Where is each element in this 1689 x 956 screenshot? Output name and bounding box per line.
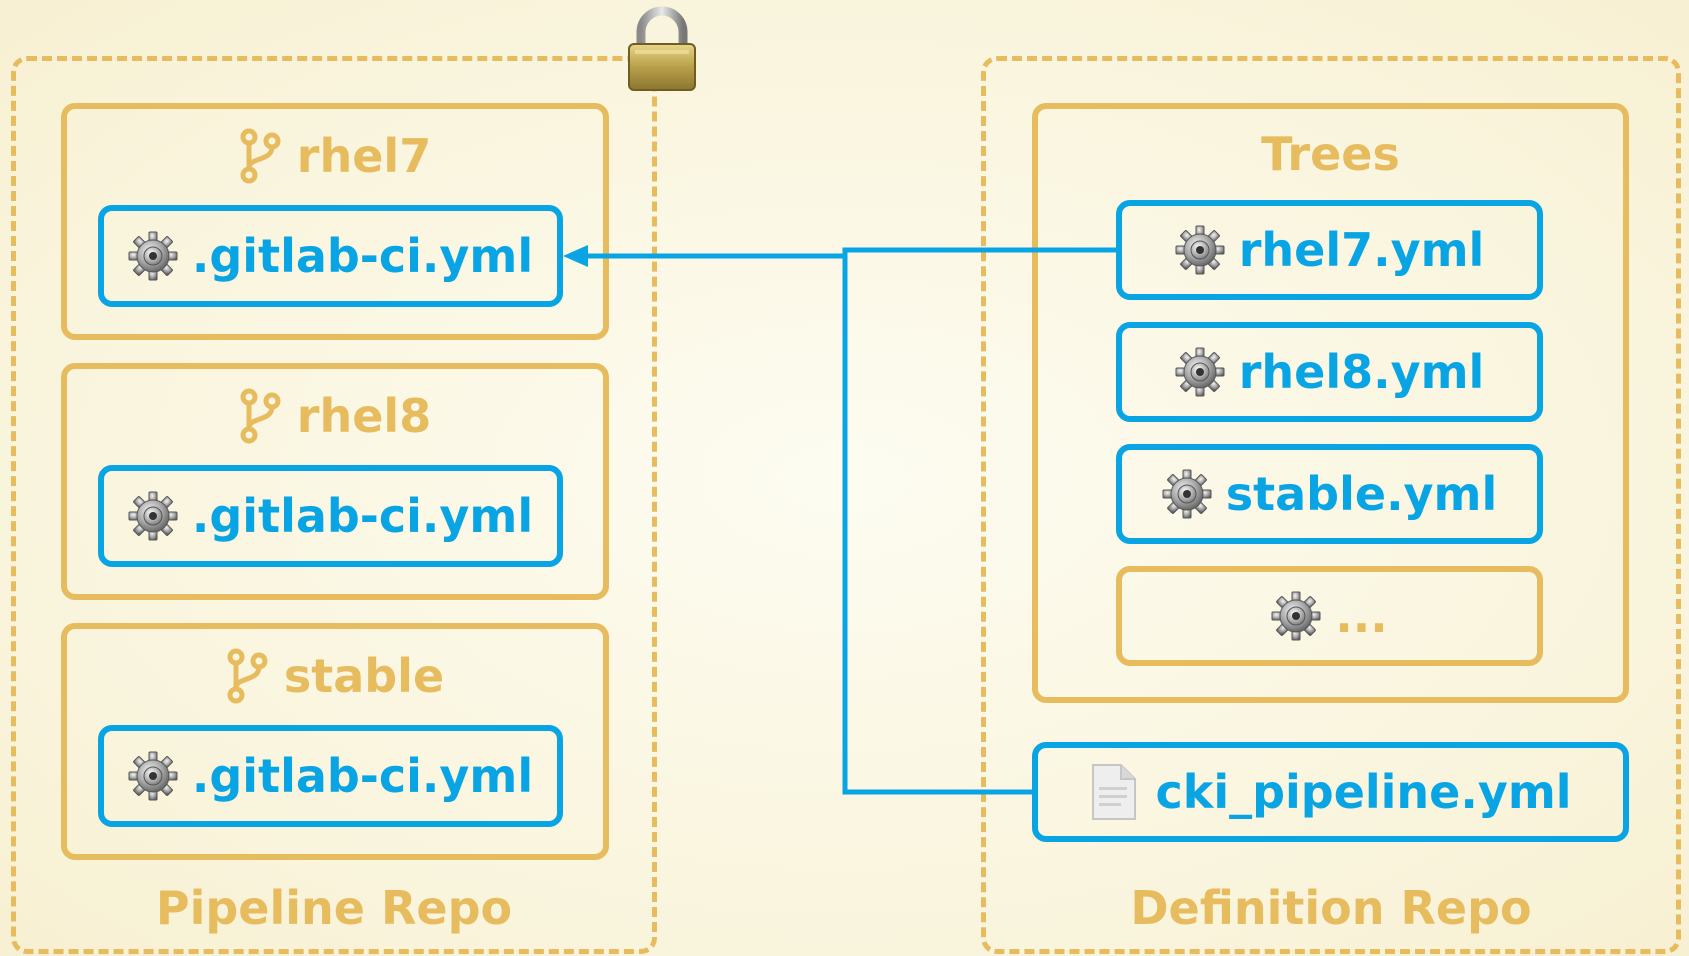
gear-icon <box>128 491 178 541</box>
gear-icon <box>1175 225 1225 275</box>
gitlab-ci-file-rhel7[interactable]: .gitlab-ci.yml <box>98 205 563 307</box>
gear-icon <box>1162 469 1212 519</box>
tree-filename: rhel7.yml <box>1238 223 1485 277</box>
branch-rhel7-box: rhel7 <box>61 103 609 340</box>
gitlab-ci-filename: .gitlab-ci.yml <box>191 229 534 283</box>
gear-icon <box>128 751 178 801</box>
gear-icon <box>1271 591 1321 641</box>
branch-stable-header: stable <box>67 647 603 705</box>
git-branch-icon <box>226 647 268 705</box>
git-branch-icon <box>239 387 281 445</box>
trees-title: Trees <box>1261 127 1400 181</box>
branch-rhel7-label: rhel7 <box>296 129 432 183</box>
pipeline-repo-container: Pipeline Repo <box>11 56 657 954</box>
tree-file-rhel8[interactable]: rhel8.yml <box>1116 322 1543 422</box>
branch-stable-box: stable <box>61 623 609 860</box>
document-icon <box>1092 764 1137 820</box>
tree-filename: stable.yml <box>1225 467 1498 521</box>
gitlab-ci-file-rhel8[interactable]: .gitlab-ci.yml <box>98 465 563 567</box>
padlock-icon <box>628 6 696 91</box>
gear-icon <box>1175 347 1225 397</box>
branch-rhel8-box: rhel8 <box>61 363 609 600</box>
gitlab-ci-file-stable[interactable]: .gitlab-ci.yml <box>98 725 563 827</box>
gear-icon <box>128 231 178 281</box>
trees-header: Trees <box>1038 131 1623 177</box>
cki-pipeline-file[interactable]: cki_pipeline.yml <box>1032 742 1629 842</box>
definition-repo-title: Definition Repo <box>1130 881 1532 935</box>
branch-rhel8-header: rhel8 <box>67 387 603 445</box>
git-branch-icon <box>239 127 281 185</box>
tree-filename: rhel8.yml <box>1238 345 1485 399</box>
tree-more-label: ... <box>1335 589 1388 643</box>
tree-file-stable[interactable]: stable.yml <box>1116 444 1543 544</box>
branch-rhel7-header: rhel7 <box>67 127 603 185</box>
pipeline-repo-title: Pipeline Repo <box>155 881 513 935</box>
gitlab-ci-filename: .gitlab-ci.yml <box>191 489 534 543</box>
gitlab-ci-filename: .gitlab-ci.yml <box>191 749 534 803</box>
branch-stable-label: stable <box>283 649 445 703</box>
tree-file-rhel7[interactable]: rhel7.yml <box>1116 200 1543 300</box>
branch-rhel8-label: rhel8 <box>296 389 432 443</box>
cki-pipeline-filename: cki_pipeline.yml <box>1155 765 1572 819</box>
tree-file-more[interactable]: ... <box>1116 566 1543 666</box>
